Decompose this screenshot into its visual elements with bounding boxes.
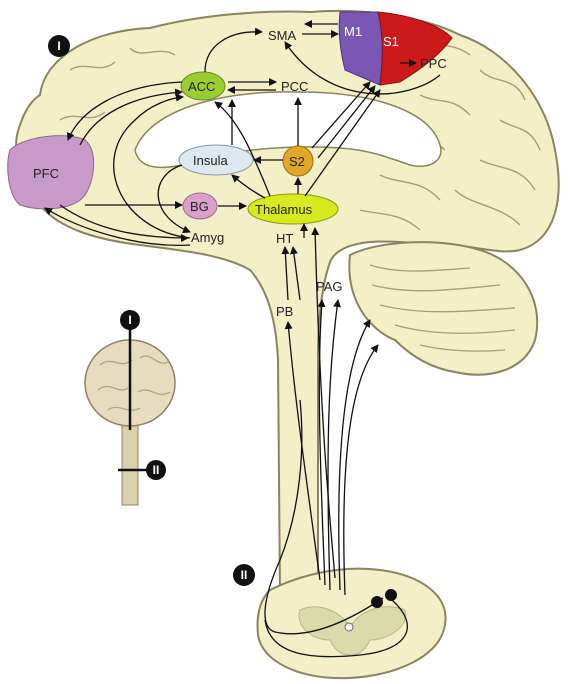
arrow-spinal-to-pag-2 [328,300,338,590]
dorsal-horn-neuron-2 [385,589,397,601]
badge-thumbnail-ii: II [146,460,166,480]
ht-label: HT [276,231,293,246]
pcc-label: PCC [281,79,308,94]
brain-thumbnail [85,330,175,505]
s1-label: S1 [383,34,399,49]
badge-thumbnail-ii-text: II [153,463,160,477]
central-canal [345,623,353,631]
spinal-cord-section [258,569,446,678]
bg-label: BG [190,199,209,214]
pag-label: PAG [316,279,343,294]
badge-section-i: I [48,35,70,57]
badge-thumbnail-i-text: I [128,313,131,327]
amyg-label: Amyg [191,230,224,245]
insula-label: Insula [193,153,228,168]
sma-label: SMA [268,28,297,43]
s2-label: S2 [289,154,305,169]
pfc-label: PFC [33,166,59,181]
m1-label: M1 [344,24,362,39]
badge-section-ii-text: II [241,568,248,582]
ppc-label: PPC [420,56,447,71]
badge-thumbnail-i: I [120,310,140,330]
badge-section-i-text: I [57,39,60,53]
thalamus-label: Thalamus [255,202,313,217]
acc-label: ACC [188,79,215,94]
pb-label: PB [276,304,293,319]
badge-section-ii: II [233,564,255,586]
